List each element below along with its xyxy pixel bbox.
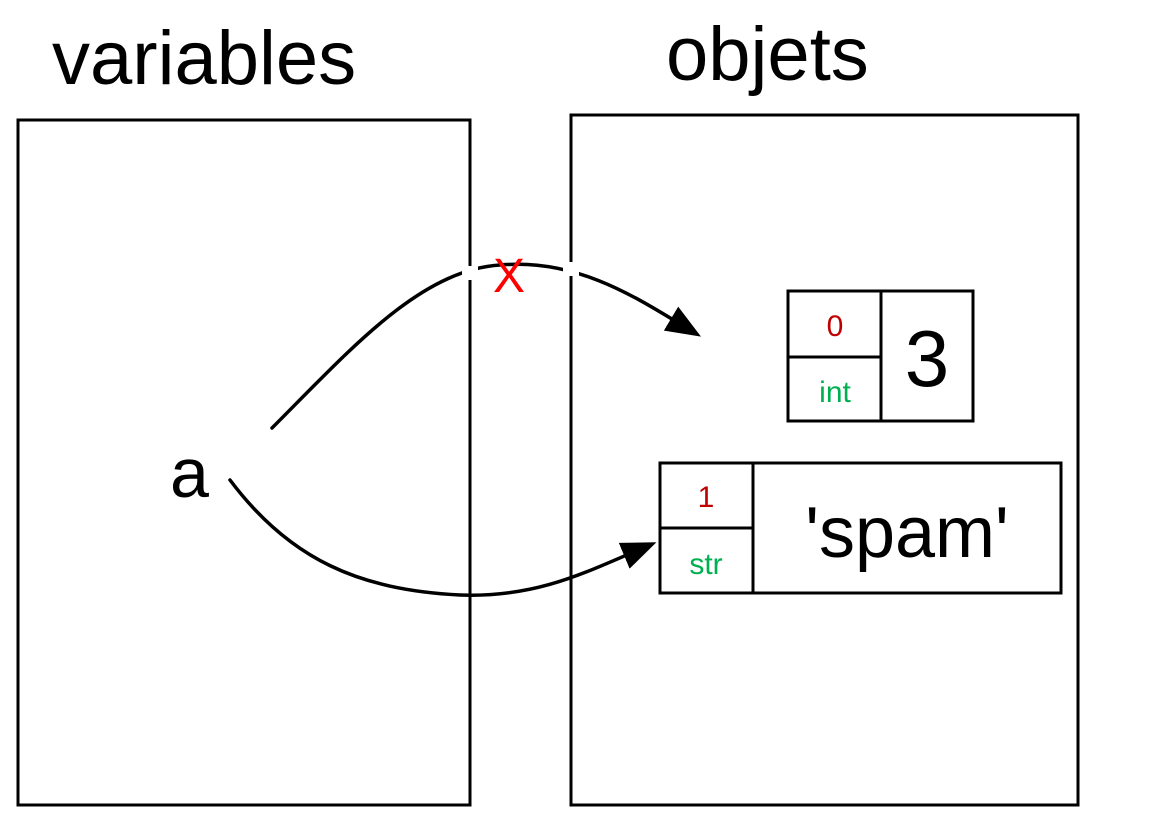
arrow-gap-right [563, 262, 579, 276]
object-int: 0 int 3 [786, 289, 975, 423]
object-int-value: 3 [905, 314, 950, 403]
object-str: 1 str 'spam' [658, 461, 1063, 595]
objects-panel [569, 113, 1080, 807]
cross-mark: X [493, 250, 525, 303]
object-str-type: str [689, 548, 722, 581]
arrow-gap-left [462, 266, 478, 280]
object-str-refcount: 1 [698, 481, 715, 514]
variables-heading: variables [52, 16, 356, 101]
object-str-value: 'spam' [805, 493, 1009, 573]
object-int-value-cell [879, 289, 975, 423]
object-str-value-cell [751, 461, 1063, 595]
object-int-type: int [819, 376, 851, 409]
objects-heading: objets [666, 12, 869, 97]
old-reference-arrow [270, 262, 702, 430]
current-reference-arrow [228, 478, 657, 597]
variables-panel [16, 118, 472, 807]
variable-name: a [170, 434, 209, 512]
object-int-refcount: 0 [827, 310, 844, 343]
